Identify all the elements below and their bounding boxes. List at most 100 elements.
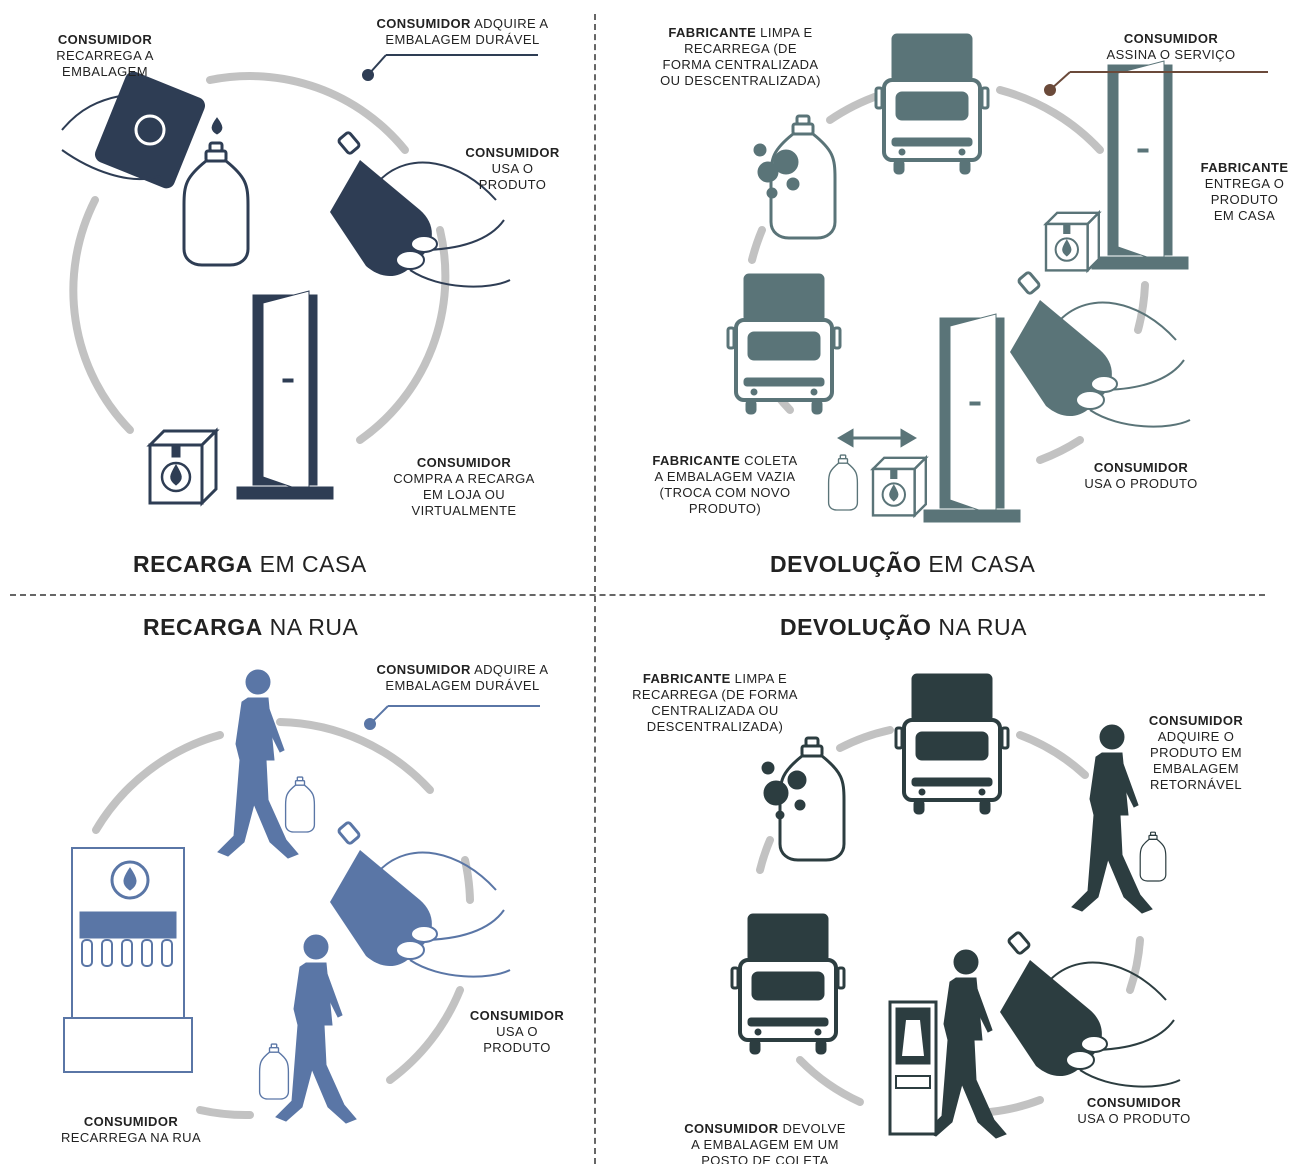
label-actor: FABRICANTE [1200,160,1289,175]
hand-bottle-icon [998,930,1182,1089]
label-line: (TROCA COM NOVO [659,485,791,500]
label-line: ADQUIRE A [470,662,549,677]
label-actor: CONSUMIDOR [684,1121,779,1136]
label-actor: CONSUMIDOR [57,32,153,47]
q4-cycle [756,726,1144,1116]
label-line: PRODUTO) [688,501,762,516]
hand-refill-icon [61,71,223,189]
bubbles-icon [753,143,800,199]
hand-bottle-icon [1008,270,1192,429]
label-line: ENTREGA O [1204,176,1285,191]
title-bold: DEVOLUÇÃO [780,614,932,640]
label-line: RECARREGA NA RUA [60,1130,202,1145]
q4-title: DEVOLUÇÃO NA RUA [780,614,1027,641]
label-line: COLETA [740,453,798,468]
q4-label-acquire: CONSUMIDOR ADQUIRE O PRODUTO EM EMBALAGE… [1140,713,1252,793]
bottle-icon [182,141,250,267]
label-line: USA O [491,161,534,176]
label-actor: CONSUMIDOR [465,145,560,160]
label-actor: CONSUMIDOR [1148,713,1244,728]
title-rest: NA RUA [262,614,359,640]
q2-title: DEVOLUÇÃO EM CASA [770,551,1035,578]
q3-label-use: CONSUMIDOR USA O PRODUTO [458,1008,576,1056]
label-line: ASSINA O SERVIÇO [1106,47,1236,62]
label-line: ADQUIRE O [1157,729,1235,744]
collection-point-icon [888,1000,938,1136]
q4-icons [730,672,1182,1139]
person-walking-icon [217,669,299,859]
label-line: POSTO DE COLETA [701,1153,829,1164]
title-rest: EM CASA [921,551,1036,577]
label-actor: FABRICANTE [642,671,731,686]
label-line: RETORNÁVEL [1150,777,1242,792]
label-line: RECARREGA (DE [684,41,797,56]
label-actor: CONSUMIDOR [416,455,512,470]
bottle-icon [1139,831,1167,882]
label-actor: CONSUMIDOR [376,16,471,31]
box-icon [1044,211,1101,272]
label-line: DEVOLVE [778,1121,846,1136]
q4-label-return: CONSUMIDOR DEVOLVE A EMBALAGEM EM UM POS… [672,1121,858,1164]
door-icon [236,290,334,500]
bottle-icon [778,736,846,862]
truck-icon [874,32,990,176]
q2-pointer [1044,71,1268,96]
bottle-icon [258,1043,290,1100]
label-line: LIMPA E [730,671,788,686]
label-line: RECARREGA (DE FORMA [632,687,798,702]
label-line: RECARREGA A [56,48,154,63]
label-line: COMPRA A RECARGA [393,471,535,486]
bubbles-icon [761,761,807,820]
label-line: CENTRALIZADA OU [651,703,779,718]
box-icon [148,429,218,505]
truck-icon [730,912,846,1056]
label-line: PRODUTO EM [1150,745,1242,760]
q2-label-subscribe: CONSUMIDOR ASSINA O SERVIÇO [1092,31,1250,63]
q3-label-acquire: CONSUMIDOR ADQUIRE A EMBALAGEM DURÁVEL [365,662,560,694]
bottle-icon [284,776,316,833]
box-icon [871,456,927,517]
truck-icon [894,672,1010,816]
title-bold: RECARGA [133,551,253,577]
title-bold: RECARGA [143,614,263,640]
label-line: VIRTUALMENTE [411,503,517,518]
q1-pointer [362,54,538,81]
door-icon [1091,60,1189,270]
bottle-icon [769,114,837,240]
label-actor: CONSUMIDOR [1093,460,1189,475]
dispenser-icon [63,847,193,1073]
label-actor: CONSUMIDOR [1086,1095,1182,1110]
label-line: USA O [496,1024,538,1039]
label-actor: CONSUMIDOR [376,662,471,677]
label-line: PRODUTO [478,177,547,192]
label-line: LIMPA E [756,25,813,40]
label-line: EMBALAGEM [1153,761,1239,776]
label-actor: CONSUMIDOR [469,1008,565,1023]
q4-label-use: CONSUMIDOR USA O PRODUTO [1064,1095,1204,1127]
q1-label-refill: CONSUMIDOR RECARREGA A EMBALAGEM [40,32,170,80]
q1-label-acquire: CONSUMIDOR ADQUIRE A EMBALAGEM DURÁVEL [365,16,560,48]
q2-label-clean: FABRICANTE LIMPA E RECARREGA (DE FORMA C… [648,25,833,89]
bottle-icon [827,454,859,511]
door-icon [923,313,1021,523]
label-line: A EMBALAGEM VAZIA [654,469,796,484]
label-actor: CONSUMIDOR [83,1114,179,1129]
label-line: EMBALAGEM [62,64,148,79]
q3-title: RECARGA NA RUA [143,614,358,641]
label-line: USA O PRODUTO [1077,1111,1191,1126]
label-actor: FABRICANTE [668,25,757,40]
vertical-divider [594,14,596,1164]
label-line: FORMA CENTRALIZADA [662,57,819,72]
horizontal-divider [10,594,1265,596]
label-line: EM LOJA OU [422,487,506,502]
label-line: PRODUTO [483,1040,551,1055]
label-actor: CONSUMIDOR [1123,31,1219,46]
q1-title: RECARGA EM CASA [133,551,367,578]
label-line: A EMBALAGEM EM UM [691,1137,839,1152]
hand-bottle-icon [328,820,512,979]
label-actor: FABRICANTE [652,453,741,468]
label-line: USA O PRODUTO [1084,476,1198,491]
title-rest: NA RUA [931,614,1027,640]
q3-icons [63,669,512,1124]
